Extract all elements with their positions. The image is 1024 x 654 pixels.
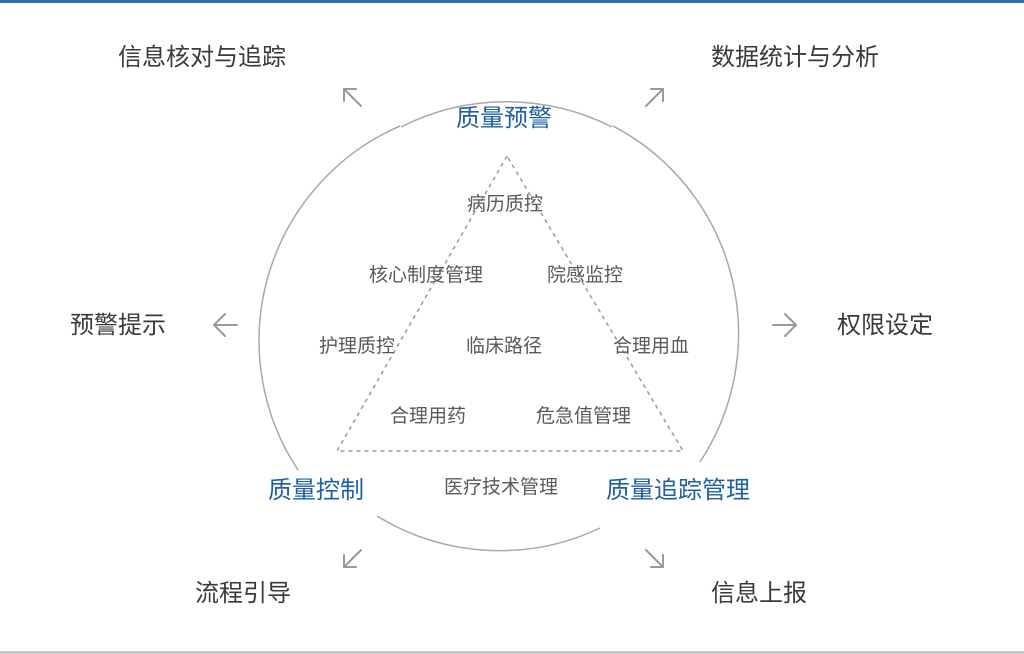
arrow-right-icon [772,313,797,337]
circle-arc-right [612,125,740,463]
label-process-guide: 流程引导 [195,579,291,607]
label-data-stats-analysis: 数据统计与分析 [711,43,879,71]
label-quality-warning: 质量预警 [456,104,552,132]
circle-arc-bottom [376,515,601,552]
top-rule [0,0,1024,3]
dashed-triangle [335,154,685,452]
arrow-down-left-icon [343,549,362,568]
circle-arc-left [258,125,401,471]
arrow-down-right-icon [645,549,664,568]
label-critical-value-mgmt: 危急值管理 [536,405,632,427]
arrow-left-icon [213,313,238,337]
label-medical-tech-mgmt: 医疗技术管理 [444,476,559,498]
label-medical-record-qc: 病历质控 [467,193,544,215]
arrow-up-right-icon [645,88,664,107]
label-warning-prompt: 预警提示 [70,311,166,339]
label-rational-drug-use: 合理用药 [390,405,467,427]
label-nursing-qc: 护理质控 [319,335,396,357]
label-core-system-mgmt: 核心制度管理 [369,264,484,286]
label-quality-control: 质量控制 [268,476,364,504]
label-clinical-pathway: 临床路径 [466,335,543,357]
bottom-rule [0,651,1024,654]
label-rational-blood-use: 合理用血 [613,335,690,357]
label-quality-tracking: 质量追踪管理 [606,476,750,504]
circle-arc-upper [400,100,613,128]
arrow-up-left-icon [343,88,362,107]
label-info-report: 信息上报 [711,579,807,607]
label-info-verify-track: 信息核对与追踪 [118,43,286,71]
label-permission-setting: 权限设定 [837,311,933,339]
label-infection-monitor: 院感监控 [547,264,624,286]
